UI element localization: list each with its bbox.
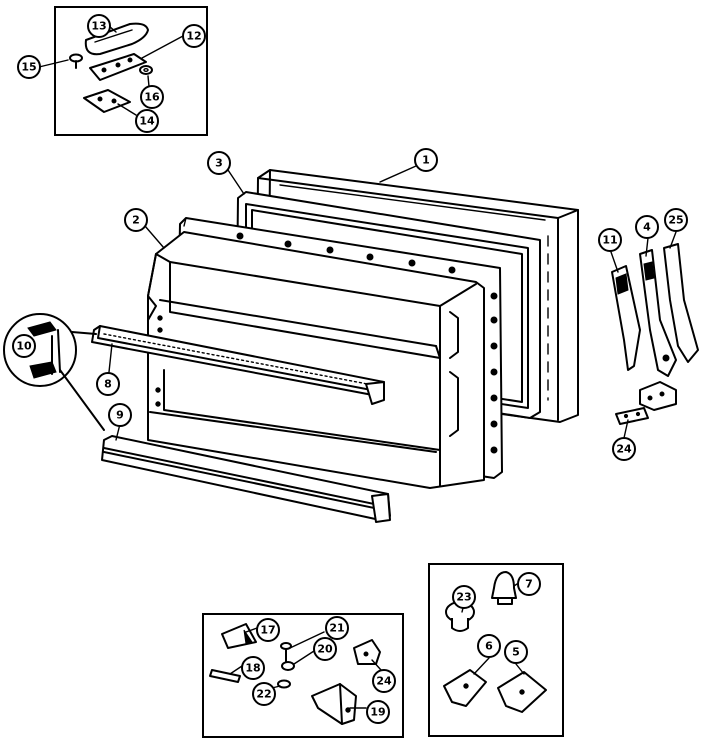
part-25-handle-cover [663,243,699,363]
part-18-strip [209,669,241,683]
part-17-bracket [221,623,257,649]
callout-label: 6 [485,640,493,653]
part-19-hinge [311,683,357,725]
callout-label: 18 [245,662,260,675]
callout-13: 13 [87,14,111,38]
callout-label: 25 [668,214,683,227]
callout-25: 25 [664,208,688,232]
callout-label: 8 [104,378,112,391]
callout-label: 14 [139,115,155,128]
callout-label: 23 [456,591,471,604]
callout-17: 17 [256,618,280,642]
inset-handle-hardware [202,613,404,738]
callout-24-right: 24 [612,437,636,461]
callout-23: 23 [452,585,476,609]
callout-label: 3 [215,157,223,170]
callout-3: 3 [207,151,231,175]
callout-label: 19 [370,706,385,719]
callout-8: 8 [96,372,120,396]
inset-door-stop-parts [428,563,564,737]
part-14-hinge-shim [83,89,131,113]
callout-label: 4 [643,221,651,234]
callout-21: 21 [325,616,349,640]
part-16-washer [139,65,153,75]
callout-1: 1 [414,148,438,172]
callout-label: 17 [260,624,275,637]
callout-label: 15 [21,61,36,74]
callout-6: 6 [477,634,501,658]
callout-15: 15 [17,55,41,79]
callout-5: 5 [504,640,528,664]
callout-label: 11 [602,234,617,247]
part-9-shelf-rail [101,435,391,523]
part-2-door-liner [147,217,503,489]
callout-19: 19 [366,700,390,724]
callout-label: 2 [132,214,140,227]
callout-14: 14 [135,109,159,133]
part-24-clip [615,407,649,425]
inset-hinge-parts [54,6,208,136]
callout-18: 18 [241,656,265,680]
callout-label: 13 [91,20,106,33]
part-10-detail-view [3,313,105,431]
callout-label: 12 [186,30,201,43]
callout-11: 11 [598,228,622,252]
callout-10: 10 [12,334,36,358]
callout-label: 24 [616,443,632,456]
part-22-spacer [277,679,291,689]
part-11-handle-end [611,265,641,371]
part-20-washer [281,661,295,671]
callout-label: 24 [376,675,392,688]
callout-label: 1 [422,154,430,167]
part-8-shelf-bar [91,325,385,405]
callout-label: 9 [116,409,124,422]
callout-16: 16 [140,85,164,109]
callout-label: 16 [144,91,160,104]
callout-7: 7 [517,572,541,596]
callout-label: 22 [256,688,271,701]
callout-label: 5 [512,646,520,659]
leader-lines [38,25,677,709]
callout-12: 12 [182,24,206,48]
callout-9: 9 [108,403,132,427]
callout-label: 20 [317,643,333,656]
callout-label: 10 [16,340,32,353]
callout-label: 21 [329,622,344,635]
part-7-plug [491,571,517,605]
part-4-handle-bracket [639,249,677,411]
part-13-hinge-cover [84,22,149,56]
callout-24-bottom: 24 [372,669,396,693]
callout-4: 4 [635,215,659,239]
callout-label: 7 [525,578,533,591]
part-21-screw [280,642,292,663]
callout-22: 22 [252,682,276,706]
callout-20: 20 [313,637,337,661]
part-15-screw [69,53,83,69]
callout-2: 2 [124,208,148,232]
